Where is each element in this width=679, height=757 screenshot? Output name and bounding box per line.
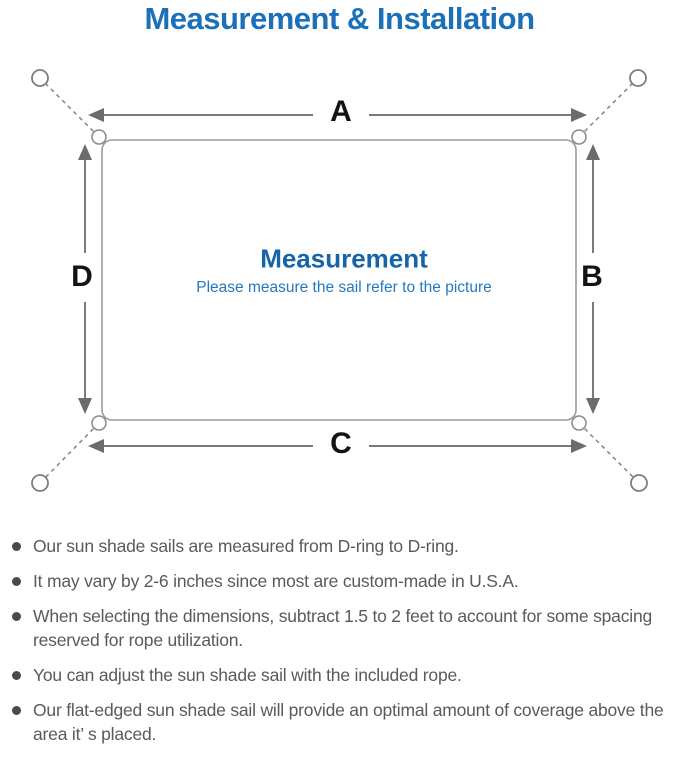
rope-dashed-line-bottom-right	[578, 422, 640, 484]
rope-dashed-line-top-left	[39, 77, 100, 138]
rope-dashed-lines	[39, 77, 640, 484]
dimension-arrows	[78, 108, 600, 453]
bullet-icon	[12, 612, 21, 621]
diagram-center-title: Measurement	[260, 243, 428, 274]
arrow-right-icon-a	[571, 108, 587, 122]
anchor-points	[31, 69, 648, 492]
arrow-left-icon-a	[88, 108, 104, 122]
arrow-right-icon-c	[571, 439, 587, 453]
rope-dashed-line-top-right	[578, 77, 639, 138]
arrow-up-icon-b	[586, 144, 600, 160]
bullet-icon	[12, 577, 21, 586]
arrow-up-icon-d	[78, 144, 92, 160]
bullet-text: It may vary by 2-6 inches since most are…	[33, 571, 519, 591]
page-title: Measurement & Installation	[144, 1, 535, 36]
anchor-point-icon-bottom-left	[31, 474, 49, 492]
d-ring-icon-top-right	[571, 129, 587, 145]
dimension-label-a: A	[330, 95, 352, 128]
bullet-text: When selecting the dimensions, subtract …	[33, 606, 653, 650]
measurement-diagram	[31, 69, 648, 492]
arrow-down-icon-b	[586, 398, 600, 414]
d-ring-icon-top-left	[91, 129, 107, 145]
list-item: When selecting the dimensions, subtract …	[10, 604, 670, 652]
rope-dashed-line-bottom-left	[39, 422, 100, 484]
bullet-icon	[12, 671, 21, 680]
anchor-point-icon-top-left	[31, 69, 49, 87]
list-item: You can adjust the sun shade sail with t…	[10, 663, 670, 687]
d-rings	[91, 129, 587, 431]
diagram-center-subtitle: Please measure the sail refer to the pic…	[196, 279, 492, 296]
list-item: It may vary by 2-6 inches since most are…	[10, 569, 670, 593]
anchor-point-icon-top-right	[629, 69, 647, 87]
bullet-icon	[12, 706, 21, 715]
d-ring-icon-bottom-right	[571, 415, 587, 431]
bullet-text: You can adjust the sun shade sail with t…	[33, 665, 462, 685]
notes-list: Our sun shade sails are measured from D-…	[10, 534, 670, 757]
d-ring-icon-bottom-left	[91, 415, 107, 431]
bullet-icon	[12, 542, 21, 551]
bullet-text: Our sun shade sails are measured from D-…	[33, 536, 459, 556]
list-item: Our sun shade sails are measured from D-…	[10, 534, 670, 558]
arrow-left-icon-c	[88, 439, 104, 453]
arrow-down-icon-d	[78, 398, 92, 414]
dimension-label-c: C	[330, 427, 352, 460]
anchor-point-icon-bottom-right	[630, 474, 648, 492]
sail-outline	[101, 139, 577, 421]
dimension-label-d: D	[71, 260, 93, 293]
bullet-text: Our flat-edged sun shade sail will provi…	[33, 700, 664, 744]
dimension-lines	[84, 114, 594, 447]
dimension-label-b: B	[581, 260, 603, 293]
